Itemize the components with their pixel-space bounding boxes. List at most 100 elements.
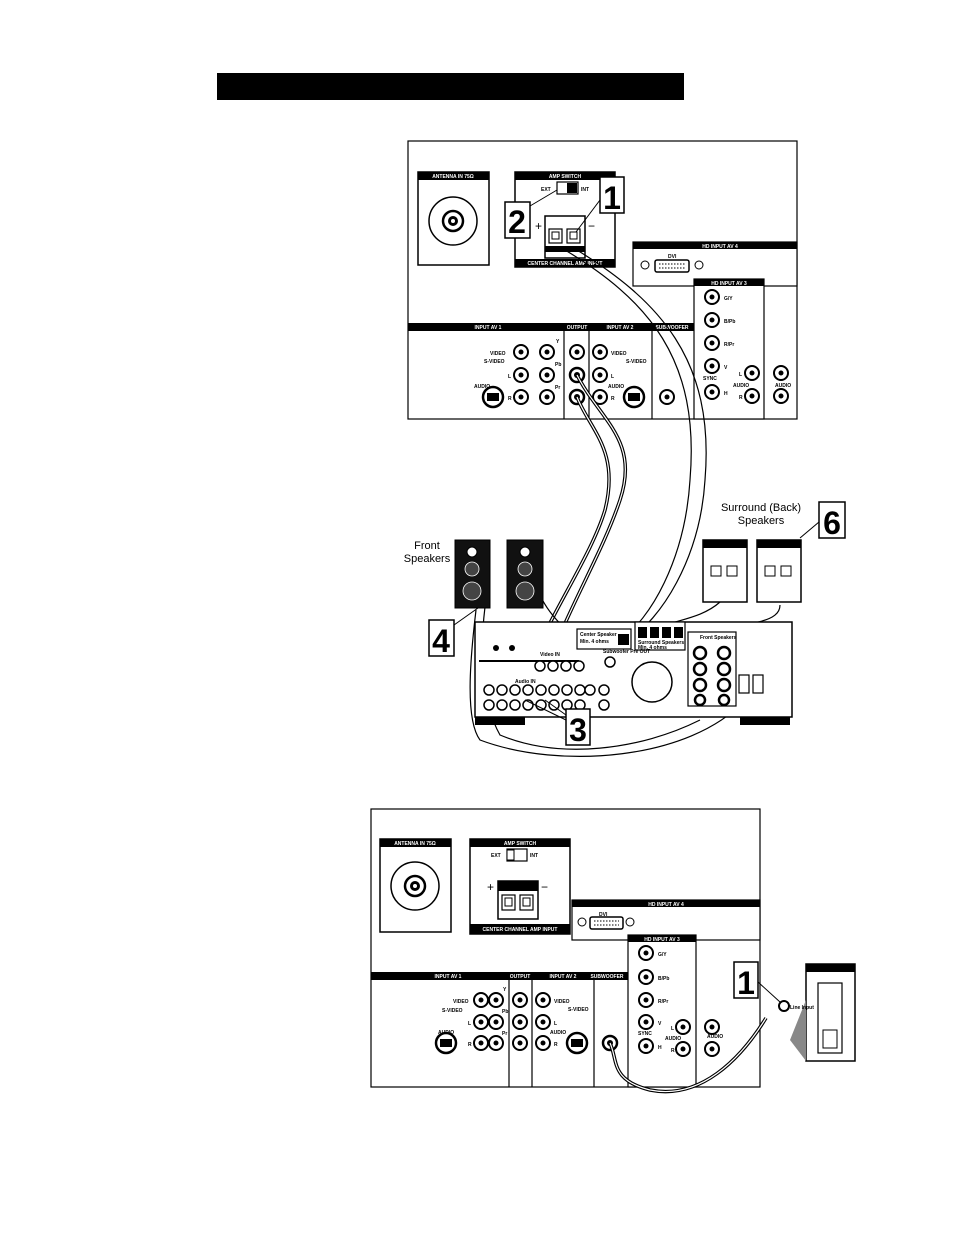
gy-jack[interactable] xyxy=(704,289,720,305)
av1-pb-label: Pb xyxy=(555,362,561,368)
side-audio-l[interactable] xyxy=(773,365,789,381)
receiver-surround-ohms: Min. 4 ohms xyxy=(638,645,667,651)
receiver-video-in: Video IN xyxy=(540,652,560,658)
av1-pb-jack[interactable] xyxy=(539,367,555,383)
h-label: H xyxy=(724,391,728,397)
svg-text:1: 1 xyxy=(737,965,755,1001)
av1-audio-l-jack[interactable] xyxy=(473,1014,489,1030)
gy-label: G/Y xyxy=(658,952,667,958)
front-speaker-left xyxy=(454,539,491,609)
receiver-fan xyxy=(631,661,673,703)
receiver-center-label: Center Speaker xyxy=(580,632,617,638)
rpr-jack[interactable] xyxy=(638,992,654,1008)
av2-audio-l-jack[interactable] xyxy=(592,367,608,383)
h-label: H xyxy=(658,1045,662,1051)
av1-pr-jack[interactable] xyxy=(488,1035,504,1051)
av2-audio-r-jack[interactable] xyxy=(535,1035,551,1051)
av1-svideo-jack[interactable] xyxy=(434,1031,458,1055)
ext-label: EXT xyxy=(491,853,501,859)
hd-input-av3-label: HD INPUT AV 3 xyxy=(644,937,680,943)
subwoofer-line-input-jack[interactable] xyxy=(778,1000,790,1012)
ext-int-switch[interactable] xyxy=(506,848,528,862)
av2-r-label: R xyxy=(611,396,615,402)
av1-audio-r-jack[interactable] xyxy=(473,1035,489,1051)
av3-audio-r[interactable] xyxy=(675,1041,691,1057)
av1-audio-r-jack[interactable] xyxy=(513,389,529,405)
h-sync-jack[interactable] xyxy=(704,384,720,400)
output-audio-l-jack[interactable] xyxy=(512,1014,528,1030)
av3-audio-r[interactable] xyxy=(744,388,760,404)
av1-video-jack[interactable] xyxy=(473,992,489,1008)
av1-pr-jack[interactable] xyxy=(539,389,555,405)
hd-input-av3-label: HD INPUT AV 3 xyxy=(711,281,747,287)
bpb-jack[interactable] xyxy=(704,312,720,328)
av2-audio-r-jack[interactable] xyxy=(592,389,608,405)
av2-svideo-jack[interactable] xyxy=(622,385,646,409)
bpb-jack[interactable] xyxy=(638,969,654,985)
subwoofer-out-jack[interactable] xyxy=(659,389,675,405)
av3-audio-l[interactable] xyxy=(675,1019,691,1035)
h-sync-jack[interactable] xyxy=(638,1038,654,1054)
dvi-port[interactable] xyxy=(640,259,704,273)
gy-label: G/Y xyxy=(724,296,733,302)
av1-pb-label: Pb xyxy=(502,1009,508,1015)
av1-y-jack[interactable] xyxy=(488,992,504,1008)
receiver-subwoofer-jack[interactable] xyxy=(604,656,616,668)
antenna-jack[interactable] xyxy=(428,196,478,246)
callout-6: 6 xyxy=(799,501,846,541)
subwoofer-label: SUBWOOFER xyxy=(590,974,623,980)
v-sync-jack[interactable] xyxy=(704,358,720,374)
gy-jack[interactable] xyxy=(638,945,654,961)
bpb-label: B/Pb xyxy=(724,319,735,325)
dvi-port[interactable] xyxy=(577,916,635,930)
av1-audio-l-jack[interactable] xyxy=(513,367,529,383)
center-channel-label: CENTER CHANNEL AMP INPUT xyxy=(483,927,558,933)
subwoofer-speaker: Line Input xyxy=(778,963,856,1062)
svg-text:2: 2 xyxy=(508,204,526,240)
output-video-jack[interactable] xyxy=(569,344,585,360)
av1-pb-jack[interactable] xyxy=(488,1014,504,1030)
surround-speaker-left xyxy=(702,539,748,603)
av3-l-label: L xyxy=(739,372,742,378)
av2-video-label: VIDEO xyxy=(611,351,627,357)
antenna-jack[interactable] xyxy=(390,861,440,911)
surround-speaker-right xyxy=(756,539,802,603)
svg-text:1: 1 xyxy=(603,180,621,216)
side-audio-r[interactable] xyxy=(704,1041,720,1057)
output-audio-r-jack[interactable] xyxy=(512,1035,528,1051)
rpr-label: R/Pr xyxy=(724,342,734,348)
center-channel-terminals[interactable] xyxy=(497,880,539,920)
side-audio-r[interactable] xyxy=(773,388,789,404)
receiver-subwoofer-label: Subwoofer Pre OUT xyxy=(603,649,650,655)
av1-svideo-label: S-VIDEO xyxy=(484,359,505,365)
callout-1-diagram-2: 1 xyxy=(733,961,781,1003)
av1-svideo-jack[interactable] xyxy=(481,385,505,409)
side-audio-label: AUDIO xyxy=(775,383,791,389)
tv-rear-panel-1: ANTENNA IN 75Ω AMP SWITCH EXT INT + − CE… xyxy=(407,140,798,420)
av3-audio-label: AUDIO xyxy=(733,383,749,389)
av2-video-jack[interactable] xyxy=(535,992,551,1008)
v-sync-jack[interactable] xyxy=(638,1014,654,1030)
av1-l-label: L xyxy=(468,1021,471,1027)
av3-audio-l[interactable] xyxy=(744,365,760,381)
av2-l-label: L xyxy=(611,374,614,380)
av1-audio-label: AUDIO xyxy=(474,384,490,390)
av2-video-jack[interactable] xyxy=(592,344,608,360)
side-audio-label: AUDIO xyxy=(707,1034,723,1040)
input-av2-label: INPUT AV 2 xyxy=(550,974,577,980)
av3-audio-label: AUDIO xyxy=(665,1036,681,1042)
av2-audio-l-jack[interactable] xyxy=(535,1014,551,1030)
side-audio-l[interactable] xyxy=(704,1019,720,1035)
dvi-label: DVI xyxy=(599,912,608,918)
center-channel-label: CENTER CHANNEL AMP INPUT xyxy=(528,261,603,267)
av1-video-jack[interactable] xyxy=(513,344,529,360)
front-speaker-right xyxy=(506,539,544,609)
av1-y-jack[interactable] xyxy=(539,344,555,360)
receiver-audio-in: Audio IN xyxy=(515,679,536,685)
av2-svideo-jack[interactable] xyxy=(565,1031,589,1055)
callout-1: 1 xyxy=(575,176,625,233)
rpr-jack[interactable] xyxy=(704,335,720,351)
input-av1-label: INPUT AV 1 xyxy=(475,325,502,331)
output-video-jack[interactable] xyxy=(512,992,528,1008)
av2-video-label: VIDEO xyxy=(554,999,570,1005)
